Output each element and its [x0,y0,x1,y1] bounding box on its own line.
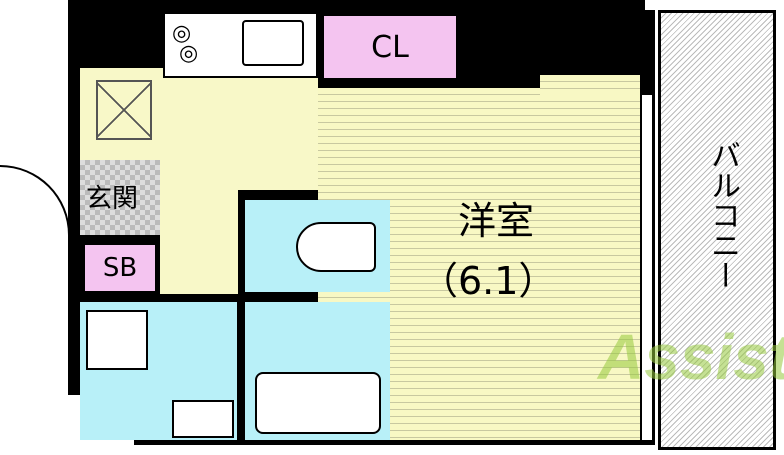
western-room-label: 洋室 [458,199,535,243]
entrance [80,160,160,235]
window [640,95,654,440]
watermark-logo: Assist [598,321,784,393]
washing-machine-space [86,310,148,370]
sink-icon [242,20,304,66]
kitchen-counter [163,12,318,78]
toilet-icon [296,222,376,272]
entrance-label: 玄関 [86,184,139,214]
closet: CL [322,14,458,80]
western-room-upper [540,75,640,95]
balcony-label: バルコニー [705,140,740,290]
exterior-top-right [645,0,655,10]
fridge-space [96,80,152,140]
washbasin-icon [172,400,234,438]
corridor [160,190,238,294]
closet-label: CL [371,29,409,65]
stove-icon: ◎ ◎ [172,21,199,66]
balcony [658,10,776,450]
shoe-box: SB [83,243,157,293]
shoe-box-label: SB [102,253,138,283]
western-room-size: （6.1） [420,259,557,303]
entrance-door [0,165,70,235]
bathtub-icon [255,372,381,434]
